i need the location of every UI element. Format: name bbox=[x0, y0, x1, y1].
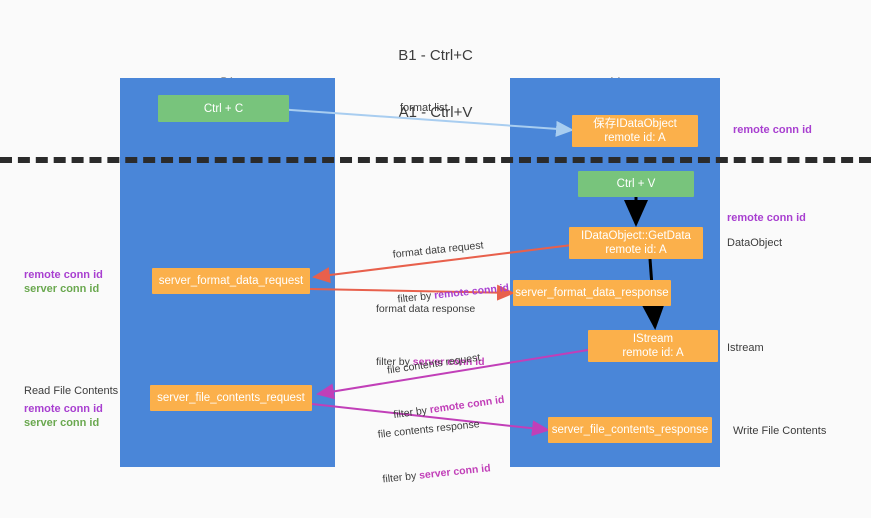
filter-prefix: filter by bbox=[381, 469, 420, 486]
side-label-left-remote-conn-id-bottom: remote conn id bbox=[24, 403, 103, 415]
box-idataobject-getdata-line2: remote id: A bbox=[605, 244, 667, 256]
side-label-left-server-conn-id-bottom: server conn id bbox=[24, 417, 100, 429]
box-server-format-data-response-label: server_format_data_response bbox=[515, 287, 669, 299]
box-idataobject-getdata-line1: IDataObject::GetData bbox=[581, 230, 691, 242]
label-file-contents-response-group: file contents response filter by server … bbox=[374, 387, 494, 518]
box-istream-line2: remote id: A bbox=[622, 347, 684, 359]
side-label-dataobject: DataObject bbox=[727, 237, 783, 249]
box-server-file-contents-request[interactable]: server_file_contents_request bbox=[150, 385, 312, 411]
diagram-title-line-1: B1 - Ctrl+C bbox=[398, 47, 473, 64]
box-istream-line1: IStream bbox=[632, 333, 674, 345]
filter-key-server-conn-id: server conn id bbox=[412, 356, 485, 368]
side-label-remote-conn-id-top: remote conn id bbox=[733, 124, 812, 136]
box-server-file-contents-response[interactable]: server_file_contents_response bbox=[548, 417, 712, 443]
label-format-list: format list bbox=[400, 102, 448, 114]
side-label-left-remote-conn-id-mid: remote conn id bbox=[24, 269, 103, 281]
box-istream[interactable]: IStream remote id: A bbox=[588, 330, 718, 362]
label-file-contents-response-filter: filter by server conn id bbox=[382, 461, 492, 487]
filter-key-server-conn-id: server conn id bbox=[418, 462, 492, 482]
label-file-contents-response: file contents response bbox=[377, 418, 481, 441]
side-label-remote-conn-id-mid: remote conn id bbox=[727, 212, 806, 224]
side-label-istream: Istream bbox=[727, 342, 764, 354]
box-ctrl-v[interactable]: Ctrl + V bbox=[578, 171, 694, 197]
filter-prefix: filter by bbox=[376, 356, 413, 368]
side-label-left-server-conn-id-mid: server conn id bbox=[24, 283, 100, 295]
box-save-idataobject[interactable]: 保存IDataObject remote id: A bbox=[572, 115, 698, 147]
box-server-format-data-response[interactable]: server_format_data_response bbox=[513, 280, 671, 306]
box-idataobject-getdata[interactable]: IDataObject::GetData remote id: A bbox=[569, 227, 703, 259]
box-server-file-contents-request-label: server_file_contents_request bbox=[157, 392, 305, 404]
label-file-contents-request: file contents request bbox=[386, 351, 482, 377]
box-ctrl-c[interactable]: Ctrl + C bbox=[158, 95, 289, 122]
box-server-format-data-request[interactable]: server_format_data_request bbox=[152, 268, 310, 294]
label-format-data-request: format data request bbox=[392, 239, 485, 261]
label-format-data-response-group: format data response filter by server co… bbox=[376, 272, 485, 400]
box-ctrl-c-label: Ctrl + C bbox=[203, 102, 244, 115]
side-label-read-file-contents: Read File Contents bbox=[24, 385, 119, 397]
box-save-idataobject-line1: 保存IDataObject bbox=[593, 118, 677, 130]
box-server-format-data-request-label: server_format_data_request bbox=[158, 275, 304, 287]
side-label-write-file-contents: Write File Contents bbox=[733, 425, 827, 437]
phase-separator bbox=[0, 157, 871, 163]
box-save-idataobject-line2: remote id: A bbox=[604, 132, 666, 144]
diagram-canvas: B1 - Ctrl+C A1 - Ctrl+V B1 connection A1… bbox=[0, 47, 871, 486]
label-format-data-response: format data response bbox=[376, 303, 476, 315]
box-server-file-contents-response-label: server_file_contents_response bbox=[551, 424, 709, 436]
label-format-data-response-filter: filter by server conn id bbox=[376, 355, 485, 370]
box-ctrl-v-label: Ctrl + V bbox=[616, 178, 656, 190]
